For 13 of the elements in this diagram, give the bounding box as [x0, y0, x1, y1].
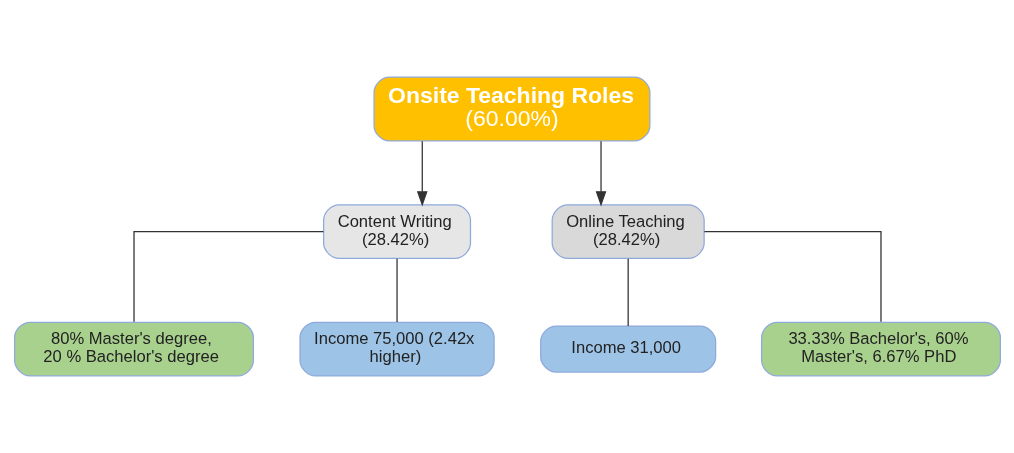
node-box: Content Writing (28.42%) — [322, 204, 471, 260]
connector — [703, 230, 882, 323]
arrow — [595, 140, 606, 207]
node-box: Onsite Teaching Roles (60.00%) — [372, 76, 650, 142]
node-box: 80% Master's degree, 20 % Bachelor's degree — [13, 321, 254, 377]
node-box: 33.33% Bachelor's, 60% Master's, 6.67% PhD — [760, 321, 1001, 377]
connector — [395, 258, 398, 323]
node-box: Online Teaching (28.42%) — [551, 204, 705, 260]
node-box: Income 31,000 — [539, 325, 716, 373]
connector — [132, 230, 324, 323]
arrow — [416, 140, 428, 207]
connector — [627, 258, 629, 327]
node-box: Income 75,000 (2.42x higher) — [298, 321, 495, 377]
